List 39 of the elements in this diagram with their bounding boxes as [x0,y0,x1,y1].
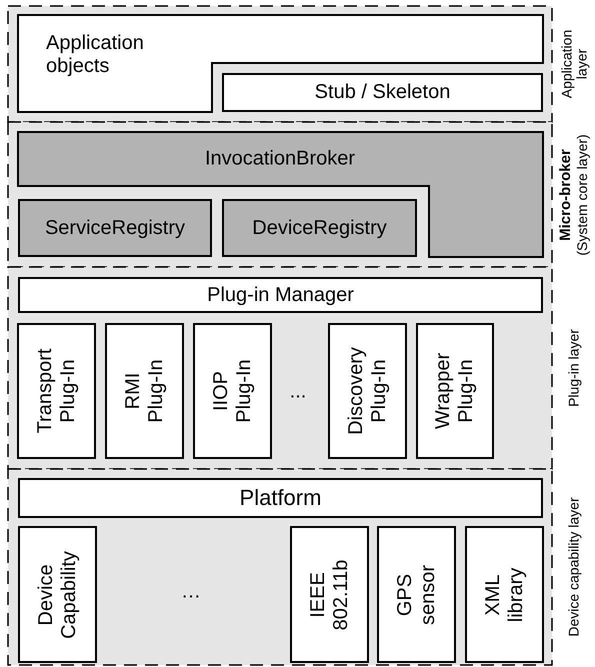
component-box [465,526,544,663]
layer-label: Application layer [560,30,590,98]
component-box [193,323,272,459]
component-label: IIOP Plug-In [210,359,256,423]
layer-label: Plug-in layer [566,329,582,407]
component-box [222,199,417,257]
component-box [18,478,543,518]
component-label: Transport Plug-In [34,348,80,434]
component-label: Application objects [46,32,145,78]
component-label: Discovery Plug-In [344,347,390,435]
component-block [18,132,543,257]
component-label: DeviceRegistry [252,216,387,240]
ellipsis: ... [290,380,306,404]
layer-label: Micro-broker [558,148,575,242]
component-box [18,277,543,313]
component-box [18,199,212,257]
component-label: XML library [482,567,528,622]
component-label: GPS sensor [394,564,440,625]
component-label: Wrapper Plug-In [432,352,478,430]
ellipsis: … [181,580,201,604]
component-label: Platform [240,485,322,511]
component-box [17,323,96,459]
component-box [222,73,543,112]
component-label: ServiceRegistry [44,216,186,240]
component-box [377,526,456,663]
component-block [18,15,543,112]
component-label: InvocationBroker [204,148,356,170]
component-label: Stub / Skeleton [314,81,450,104]
component-box [290,526,369,663]
component-box [105,323,184,459]
component-box [416,323,494,459]
layer-label: Device capability layer [566,497,582,637]
component-label: Plug-in Manager [207,284,354,306]
component-label: RMI Plug-In [122,359,168,423]
component-box [18,526,97,663]
component-label: Device Capability [34,550,80,638]
layer-label: (System core layer) [574,134,590,256]
component-box [328,323,407,459]
component-label: IEEE 802.11b [306,559,352,630]
